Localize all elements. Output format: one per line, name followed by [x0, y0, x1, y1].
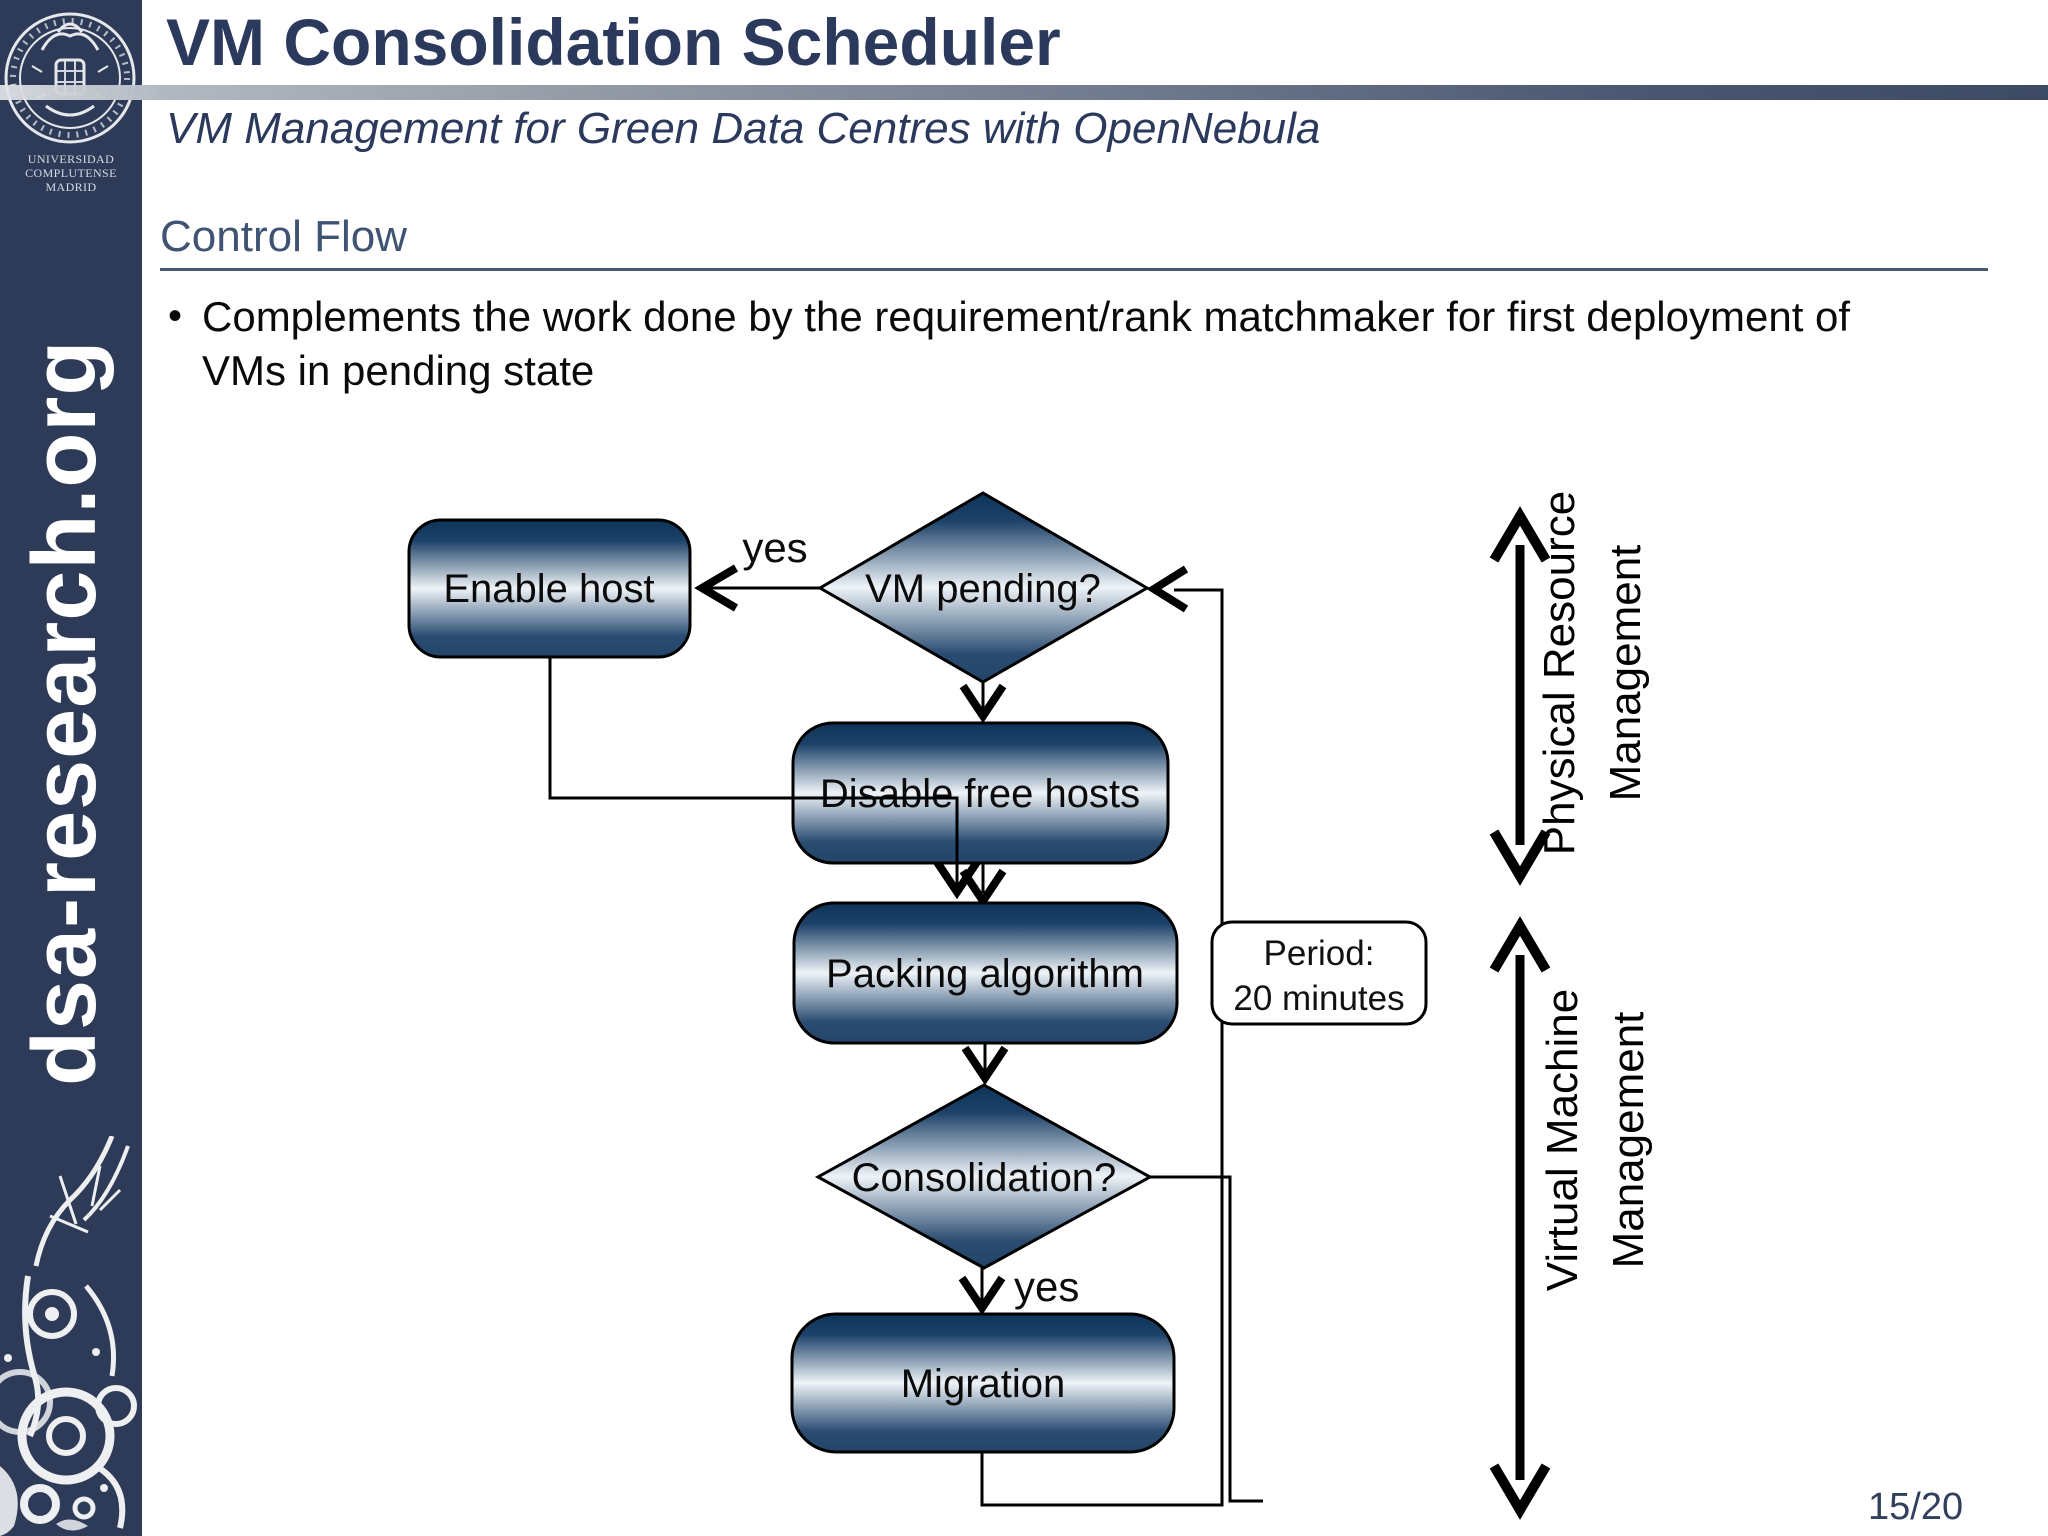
- yes-label-bottom: yes: [1014, 1263, 1079, 1310]
- physical-resource-label-line1: Physical Resource: [1535, 491, 1584, 855]
- physical-resource-arrow: Physical Resource Management: [1489, 491, 1650, 886]
- virtual-machine-label-line1: Virtual Machine: [1538, 989, 1587, 1291]
- node-consolidation: Consolidation?: [814, 1083, 1154, 1270]
- university-seal-icon: [4, 12, 136, 144]
- node-packing-algorithm-label: Packing algorithm: [826, 952, 1144, 996]
- arrowhead-down-icon: [961, 1045, 1009, 1086]
- arrowhead-left-icon: [1146, 565, 1189, 613]
- arrowheads: [694, 564, 1189, 1316]
- arrowhead-down-icon: [933, 859, 981, 900]
- slide-subtitle: VM Management for Green Data Centres wit…: [166, 104, 1321, 153]
- node-enable-host: Enable host: [407, 518, 692, 659]
- arrowhead-down-icon: [959, 683, 1007, 724]
- section-heading: Control Flow: [160, 212, 407, 261]
- arrowhead-down-icon: [1489, 1463, 1551, 1520]
- node-enable-host-label: Enable host: [443, 567, 654, 611]
- connector-consolidation-no-branch: [1150, 1175, 1263, 1503]
- header-stripe-divider: [0, 85, 2048, 100]
- arrowhead-up-icon: [1489, 916, 1551, 973]
- slide-title: VM Consolidation Scheduler: [166, 5, 1061, 79]
- bullet-marker: •: [168, 294, 183, 338]
- virtual-machine-arrow: Virtual Machine Management: [1489, 916, 1653, 1520]
- yes-label-top: yes: [742, 524, 807, 571]
- period-note-line1: Period:: [1264, 934, 1375, 973]
- section-divider-line: [160, 268, 1988, 271]
- arrowhead-up-icon: [1489, 506, 1551, 563]
- period-note: Period: 20 minutes: [1210, 920, 1428, 1026]
- virtual-machine-label-line2: Management: [1604, 1012, 1653, 1269]
- university-name: UNIVERSIDAD COMPLUTENSE MADRID: [0, 152, 142, 194]
- arrowhead-left-icon: [694, 564, 739, 612]
- floral-ornament-graphic: [0, 1136, 142, 1536]
- sidebar: UNIVERSIDAD COMPLUTENSE MADRID dsa-resea…: [0, 0, 142, 1536]
- university-name-line2: MADRID: [45, 180, 97, 194]
- arrowhead-down-icon: [1489, 829, 1551, 886]
- bullet-text: Complements the work done by the require…: [202, 293, 1851, 394]
- node-consolidation-label: Consolidation?: [852, 1156, 1117, 1200]
- node-vm-pending-label: VM pending?: [865, 567, 1101, 611]
- node-migration-label: Migration: [901, 1362, 1066, 1406]
- node-migration: Migration: [790, 1312, 1176, 1454]
- physical-resource-label-line2: Management: [1601, 545, 1650, 802]
- node-vm-pending: VM pending?: [817, 491, 1151, 684]
- node-disable-free-hosts-label: Disable free hosts: [820, 772, 1140, 816]
- connector-migration-loop: [980, 588, 1224, 1507]
- page-number: 15/20: [1868, 1486, 1964, 1528]
- period-note-line2: 20 minutes: [1233, 979, 1404, 1018]
- node-disable-free-hosts: Disable free hosts: [791, 721, 1170, 865]
- university-name-line1: UNIVERSIDAD COMPLUTENSE: [25, 152, 117, 180]
- node-packing-algorithm: Packing algorithm: [792, 901, 1179, 1045]
- arrowhead-down-icon: [959, 868, 1007, 909]
- arrowhead-down-icon: [958, 1275, 1006, 1316]
- connector-overlay-through-disable: [793, 796, 959, 863]
